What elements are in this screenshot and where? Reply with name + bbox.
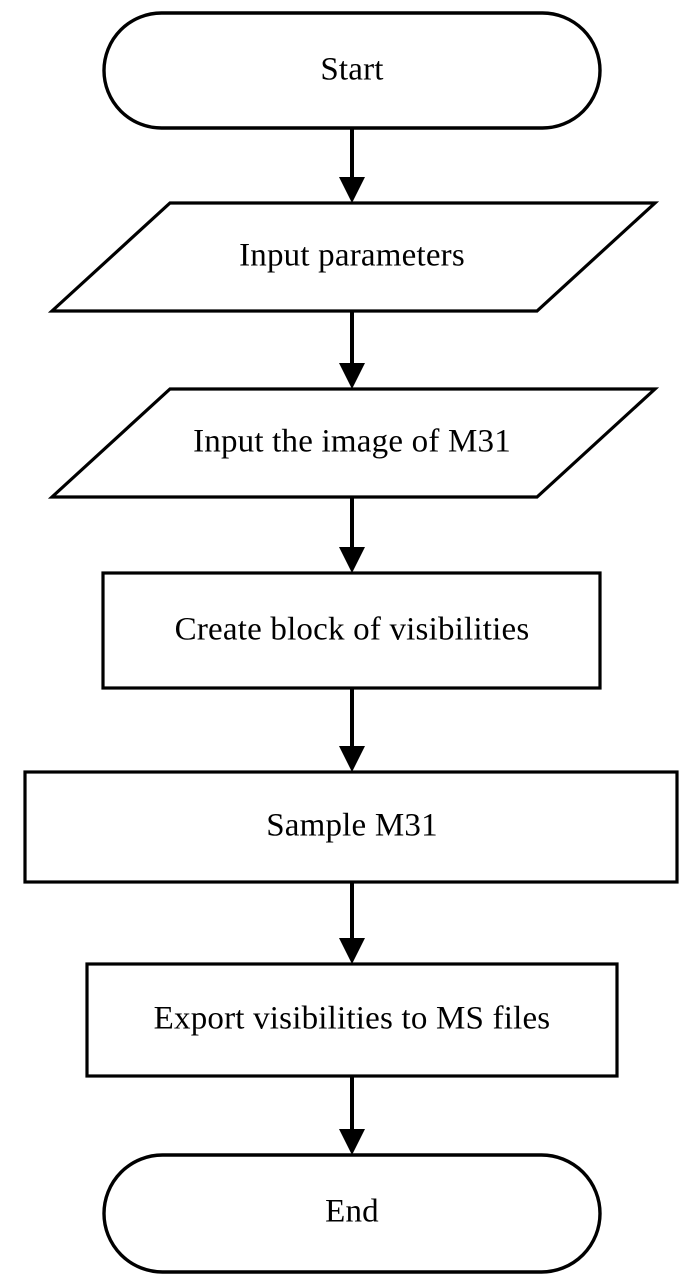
node-input-image-m31-shape: [47, 387, 660, 499]
arrowhead-down-icon: [339, 547, 365, 573]
edge-input-parameters-to-input-image: [339, 311, 365, 389]
edge-start-to-input-parameters: [339, 128, 365, 203]
node-create-block-visibilities-shape: [101, 571, 602, 690]
arrowhead-down-icon: [339, 746, 365, 772]
node-start-label: Start: [320, 52, 383, 88]
edge-create-block-to-sample-m31: [339, 688, 365, 772]
edge-export-to-end: [339, 1076, 365, 1155]
node-create-block-visibilities-label: Create block of visibilities: [175, 612, 530, 648]
node-sample-m31[interactable]: Sample M31: [23, 770, 679, 884]
node-export-visibilities[interactable]: Export visibilities to MS files: [85, 962, 619, 1078]
arrowhead-down-icon: [339, 1129, 365, 1155]
arrowhead-down-icon: [339, 938, 365, 964]
node-start-shape: [102, 11, 602, 130]
node-end[interactable]: End: [102, 1153, 602, 1274]
node-create-block-visibilities[interactable]: Create block of visibilities: [101, 571, 602, 690]
node-input-parameters-shape: [47, 201, 660, 313]
node-end-shape: [102, 1153, 602, 1274]
edge-sample-m31-to-export: [339, 882, 365, 964]
node-input-image-m31[interactable]: Input the image of M31: [47, 387, 660, 499]
node-sample-m31-label: Sample M31: [266, 808, 438, 844]
arrowhead-down-icon: [339, 177, 365, 203]
node-export-visibilities-shape: [85, 962, 619, 1078]
node-sample-m31-shape: [23, 770, 679, 884]
node-input-image-m31-label: Input the image of M31: [193, 424, 511, 460]
node-export-visibilities-label: Export visibilities to MS files: [154, 1001, 551, 1037]
arrowhead-down-icon: [339, 363, 365, 389]
node-end-label: End: [325, 1194, 379, 1230]
node-start[interactable]: Start: [102, 11, 602, 130]
node-input-parameters[interactable]: Input parameters: [47, 201, 660, 313]
edge-input-image-to-create-block: [339, 497, 365, 573]
node-input-parameters-label: Input parameters: [239, 238, 465, 274]
